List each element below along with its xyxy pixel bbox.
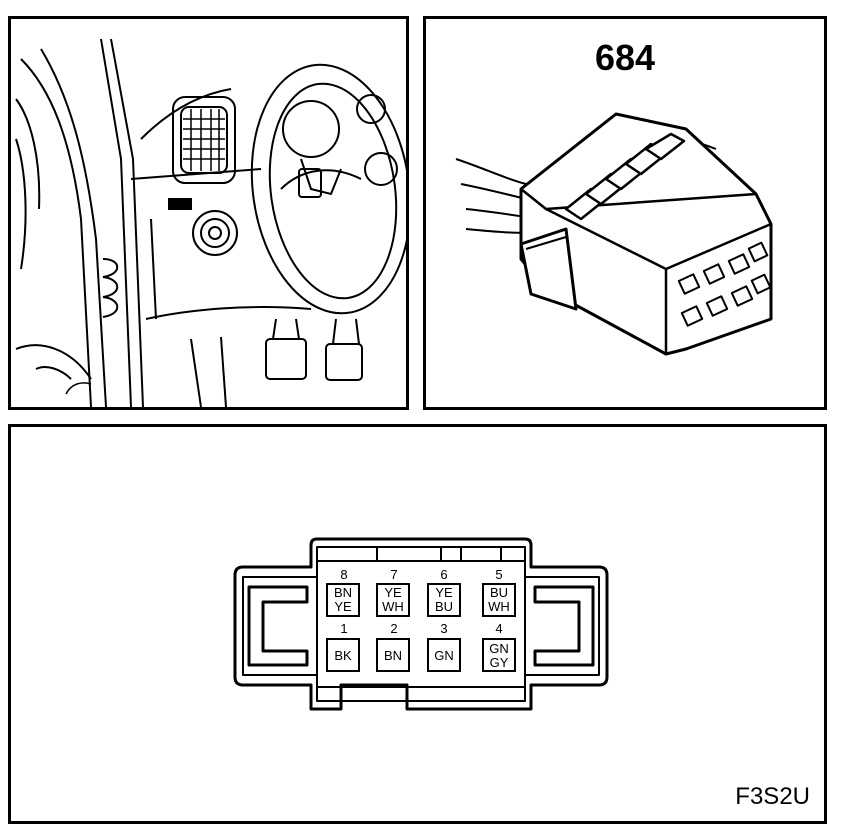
connector-illustration [455,112,773,356]
part-number: 684 [594,37,656,78]
pin-5-wire-color-1: BU [490,585,508,600]
pin-4-wire-color-1: GN [489,641,509,656]
connector-outline [233,537,609,711]
pin-6-wire-color-1: YE [435,585,453,600]
figure-code: F3S2U [735,783,810,810]
pin-number-1: 1 [340,621,347,636]
pin-8-wire-color-1: BN [334,585,352,600]
pin-number-5: 5 [495,567,502,582]
pin-number-8: 8 [340,567,347,582]
pinout-illustration: 8 7 6 5 BN YE YE WH YE BU BU WH 1 2 3 4 [233,537,609,711]
pin-number-4: 4 [495,621,502,636]
connector-panel: 684 [423,16,827,410]
pin-4-wire-color-2: GY [490,655,509,670]
pinout-panel: 8 7 6 5 BN YE YE WH YE BU BU WH 1 2 3 4 [8,424,827,824]
pin-7-wire-color-2: WH [382,599,404,614]
pin-8-wire-color-2: YE [334,599,352,614]
pin-1-wire-color: BK [334,648,352,663]
location-panel [8,16,409,410]
pin-number-6: 6 [440,567,447,582]
dashboard-illustration [15,38,406,407]
pin-5-wire-color-2: WH [488,599,510,614]
pin-number-7: 7 [390,567,397,582]
pin-2-wire-color: BN [384,648,402,663]
pin-number-2: 2 [390,621,397,636]
pin-number-3: 3 [440,621,447,636]
pin-6-wire-color-2: BU [435,599,453,614]
pin-7-wire-color-1: YE [384,585,402,600]
pin-3-wire-color: GN [434,648,454,663]
